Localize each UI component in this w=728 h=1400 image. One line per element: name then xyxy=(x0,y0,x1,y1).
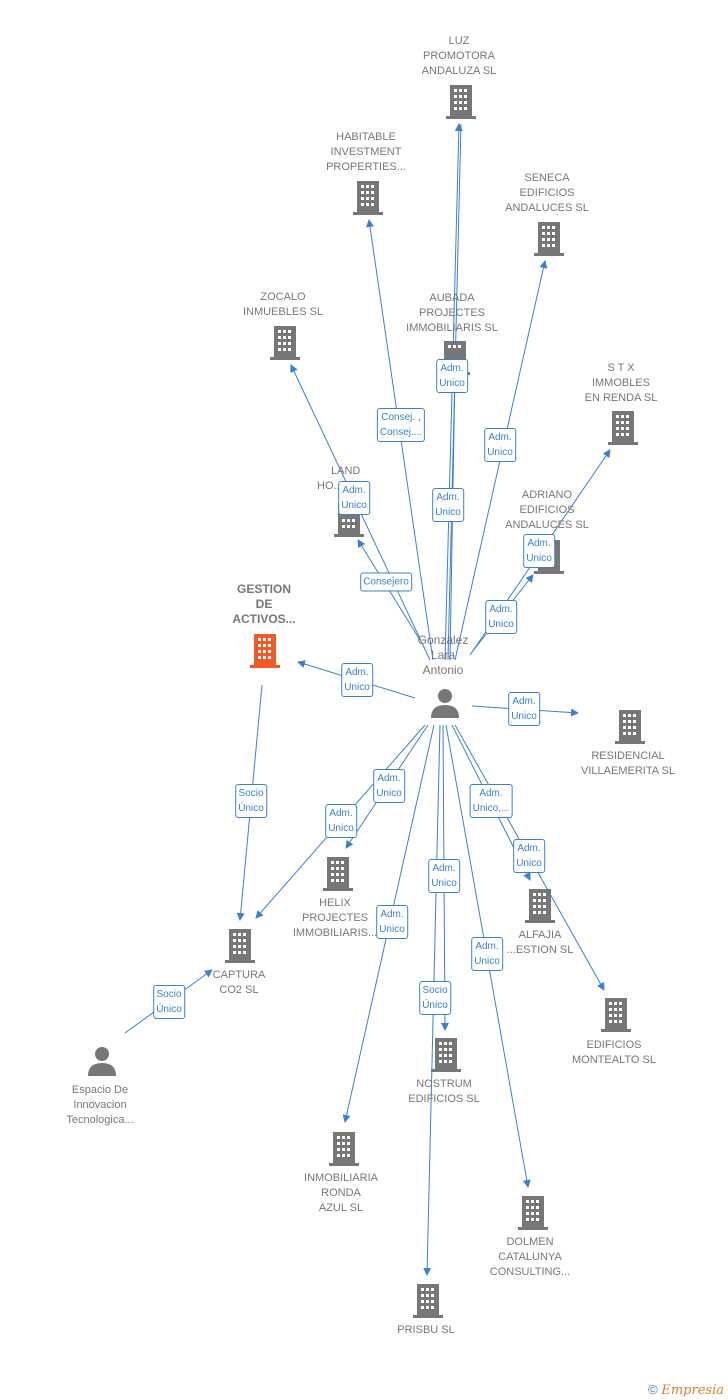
edge-label-land[interactable]: Adm.Unico xyxy=(338,481,370,515)
edge-label-dolmen[interactable]: Adm.Unico xyxy=(471,937,503,971)
edge-label-stx[interactable]: Adm.Unico xyxy=(523,534,555,568)
building-icon[interactable] xyxy=(323,857,353,891)
node-label-adriano[interactable]: ADRIANO EDIFICIOS ANDALUCES SL xyxy=(505,489,589,531)
edge-label-aubada[interactable]: Adm.Unico xyxy=(432,488,464,522)
node-label-land[interactable]: LAND HO... xyxy=(317,465,361,492)
node-label-espacio[interactable]: Espacio De Innovacion Tecnologica... xyxy=(66,1084,134,1126)
edge-label-habitable[interactable]: Consej. ,Consej.... xyxy=(376,408,426,442)
node-label-alfajia[interactable]: ALFAJIA ...ESTION SL xyxy=(506,929,574,956)
node-label-zocalo[interactable]: ZOCALO INMUEBLES SL xyxy=(242,291,324,318)
building-icon[interactable] xyxy=(353,181,383,215)
person-icon[interactable] xyxy=(87,1046,117,1076)
node-label-prisbu[interactable]: PRISBU SL xyxy=(397,1324,455,1336)
edge-label-helix1[interactable]: Adm.Unico xyxy=(373,769,405,803)
edge-label-inmobiliaria[interactable]: Adm.Unico xyxy=(376,905,408,939)
building-icon[interactable] xyxy=(225,929,255,963)
edge-label-adriano[interactable]: Adm.Unico xyxy=(485,600,517,634)
building-icon[interactable] xyxy=(329,1132,359,1166)
node-label-inmobiliaria[interactable]: INMOBILIARIA RONDA AZUL SL xyxy=(304,1172,378,1214)
person-icon[interactable] xyxy=(430,688,460,718)
edge-label-montealto[interactable]: Adm.Unico,... xyxy=(469,784,513,818)
building-icon[interactable] xyxy=(270,326,300,360)
node-label-residencial[interactable]: RESIDENCIAL VILLAEMERITA SL xyxy=(581,750,675,777)
node-label-helix[interactable]: HELIX PROJECTES IMMOBILIARIS... xyxy=(292,897,378,939)
node-label-montealto[interactable]: EDIFICIOS MONTEALTO SL xyxy=(572,1039,656,1066)
building-icon[interactable] xyxy=(608,411,638,445)
node-label-dolmen[interactable]: DOLMEN CATALUNYA CONSULTING... xyxy=(489,1236,571,1278)
edge-label-zocalo[interactable]: Consejero xyxy=(360,572,412,592)
building-icon[interactable] xyxy=(518,1196,548,1230)
node-label-stx[interactable]: S T X IMMOBLES EN RENDA SL xyxy=(584,362,658,404)
node-label-aubada[interactable]: AUBADA PROJECTES IMMOBILIARIS SL xyxy=(406,292,498,334)
node-label-gonzalez[interactable]: Gonzalez Lara Antonio xyxy=(417,633,469,677)
node-label-luz[interactable]: LUZ PROMOTORA ANDALUZA SL xyxy=(421,35,497,77)
edge-label-luz[interactable]: Adm.Unico xyxy=(436,359,468,393)
building-icon[interactable] xyxy=(601,998,631,1032)
building-icon[interactable] xyxy=(413,1284,443,1318)
building-icon[interactable] xyxy=(446,85,476,119)
edge-label-nostrum[interactable]: Adm.Unico xyxy=(428,859,460,893)
edge-label-gestion[interactable]: Adm.Unico xyxy=(341,663,373,697)
node-label-nostrum[interactable]: NOSTRUM EDIFICIOS SL xyxy=(408,1078,480,1105)
edge-label-helix2[interactable]: Adm.Unico xyxy=(325,804,357,838)
edge-label-seneca[interactable]: Adm.Unico xyxy=(484,428,516,462)
building-icon[interactable] xyxy=(615,710,645,744)
brand-logo: Empresia xyxy=(661,1383,724,1398)
copyright-icon: © xyxy=(648,1382,658,1397)
node-label-captura[interactable]: CAPTURA CO2 SL xyxy=(212,969,266,996)
footer-brand[interactable]: © Empresia xyxy=(648,1382,724,1398)
node-label-habitable[interactable]: HABITABLE INVESTMENT PROPERTIES... xyxy=(326,131,406,173)
node-label-gestion[interactable]: GESTION DE ACTIVOS... xyxy=(232,582,296,626)
edge-label-residencial[interactable]: Adm.Unico xyxy=(508,692,540,726)
building-icon[interactable] xyxy=(534,222,564,256)
node-label-seneca[interactable]: SENECA EDIFICIOS ANDALUCES SL xyxy=(505,172,589,214)
building-icon[interactable] xyxy=(250,634,280,668)
edge-label-alfajia[interactable]: Adm.Unico xyxy=(513,839,545,873)
building-icon[interactable] xyxy=(431,1038,461,1072)
building-icon[interactable] xyxy=(525,889,555,923)
